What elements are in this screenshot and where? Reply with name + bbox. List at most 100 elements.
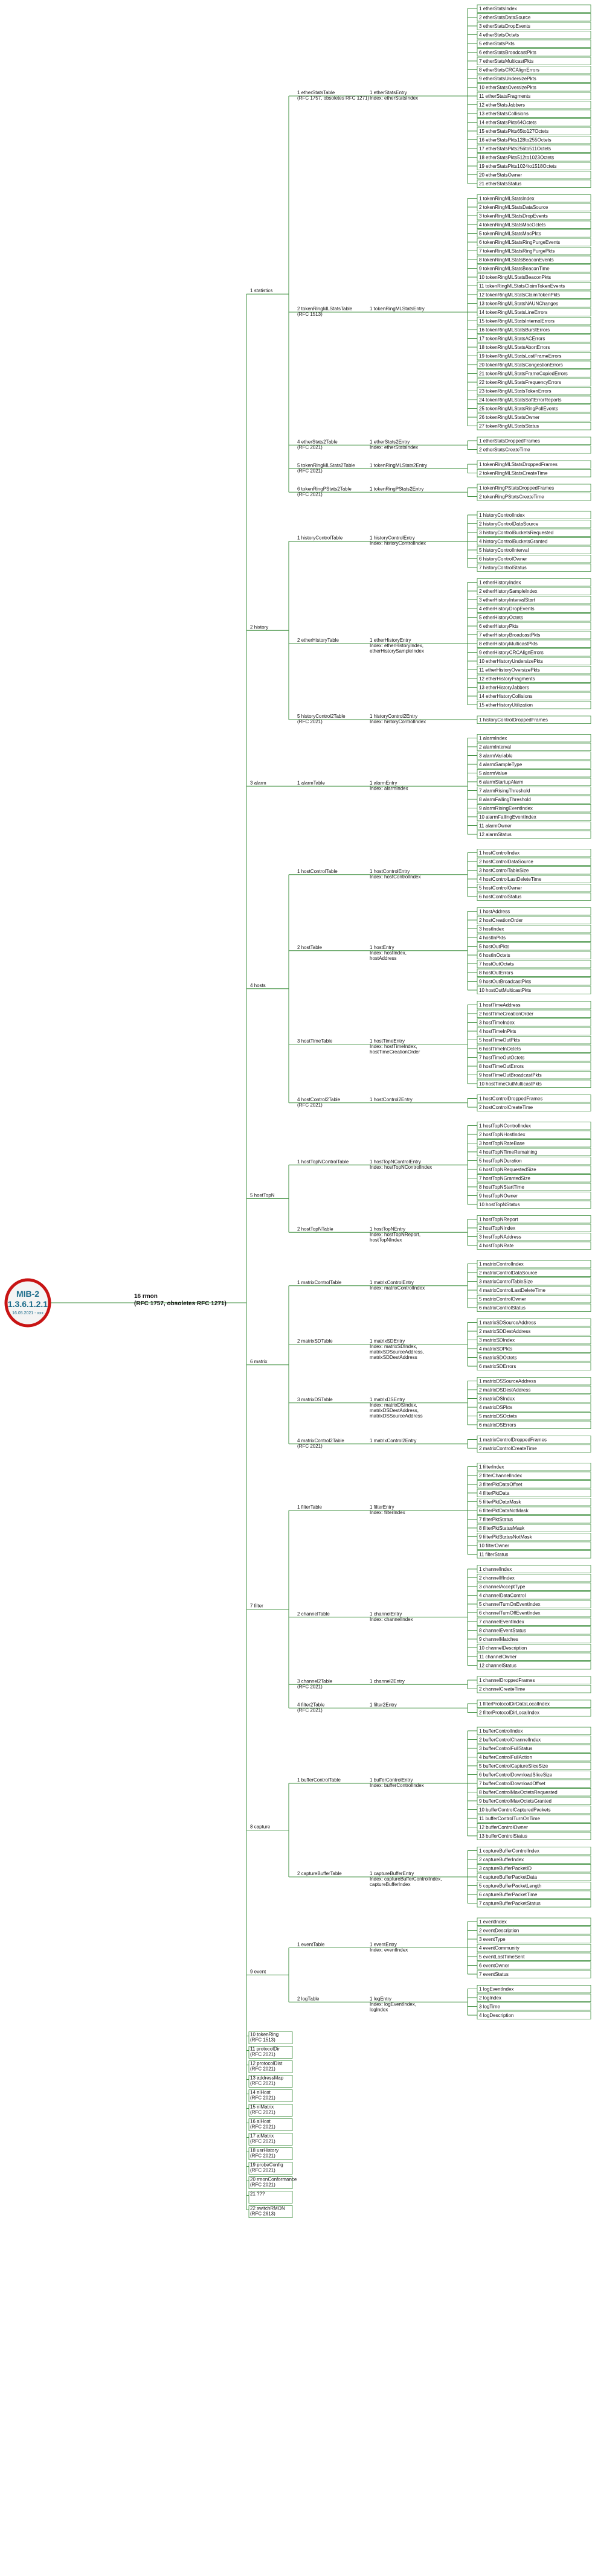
group-node[interactable]: 3 alarm <box>250 780 266 785</box>
leaf-object[interactable]: 2 tokenRingPStatsCreateTime <box>479 494 544 500</box>
extra-group-node[interactable]: 19 probeConfig(RFC 2021) <box>250 2162 283 2173</box>
leaf-object[interactable]: 3 hostTimeIndex <box>479 1020 515 1026</box>
leaf-object[interactable]: 11 channelOwner <box>479 1654 516 1660</box>
leaf-object[interactable]: 1 captureBufferControlIndex <box>479 1849 539 1854</box>
leaf-object[interactable]: 8 channelEventStatus <box>479 1628 526 1634</box>
leaf-object[interactable]: 1 tokenRingPStatsDroppedFrames <box>479 485 554 491</box>
leaf-object[interactable]: 9 channelMatches <box>479 1637 518 1642</box>
group-node[interactable]: 9 event <box>250 1969 266 1974</box>
leaf-object[interactable]: 1 eventIndex <box>479 1919 507 1925</box>
leaf-object[interactable]: 4 captureBufferPacketData <box>479 1874 537 1880</box>
leaf-object[interactable]: 10 channelDescription <box>479 1646 527 1651</box>
leaf-object[interactable]: 9 hostTopNOwner <box>479 1194 518 1199</box>
leaf-object[interactable]: 12 etherStatsJabbers <box>479 103 525 108</box>
leaf-object[interactable]: 4 matrixControlLastDeleteTime <box>479 1288 546 1293</box>
extra-group-node[interactable]: 17 alMatrix(RFC 2021) <box>250 2133 275 2144</box>
leaf-object[interactable]: 1 matrixControlDroppedFrames <box>479 1437 547 1443</box>
leaf-object[interactable]: 1 channelIndex <box>479 1567 512 1572</box>
leaf-object[interactable]: 10 bufferControlCapturedPackets <box>479 1807 551 1813</box>
leaf-object[interactable]: 25 tokenRingMLStatsRingPollEvents <box>479 406 558 412</box>
leaf-object[interactable]: 2 etherStatsDataSource <box>479 15 531 21</box>
leaf-object[interactable]: 1 hostTimeAddress <box>479 1003 521 1008</box>
leaf-object[interactable]: 9 filterPktStatusNotMask <box>479 1535 533 1540</box>
leaf-object[interactable]: 12 channelStatus <box>479 1663 516 1669</box>
table-node[interactable]: 1 matrixControlTable <box>297 1280 342 1285</box>
leaf-object[interactable]: 14 etherStatsPkts64Octets <box>479 120 536 126</box>
leaf-object[interactable]: 1 hostTopNReport <box>479 1217 518 1222</box>
leaf-object[interactable]: 6 etherStatsBroadcastPkts <box>479 50 536 56</box>
leaf-object[interactable]: 27 tokenRingMLStatsStatus <box>479 424 539 429</box>
leaf-object[interactable]: 7 etherHistoryBroadcastPkts <box>479 633 540 638</box>
leaf-object[interactable]: 6 matrixSDErrors <box>479 1364 516 1369</box>
table-entry[interactable]: 1 hostControl2Entry <box>370 1097 413 1102</box>
table-node[interactable]: 1 hostControlTable <box>297 869 338 874</box>
leaf-object[interactable]: 14 etherHistoryCollisions <box>479 694 532 699</box>
leaf-object[interactable]: 12 tokenRingMLStatsClaimTokenPkts <box>479 292 560 298</box>
leaf-object[interactable]: 3 matrixControlTableSize <box>479 1279 533 1285</box>
table-entry[interactable]: 1 matrixControl2Entry <box>370 1438 416 1443</box>
leaf-object[interactable]: 5 matrixSDOctets <box>479 1355 517 1361</box>
leaf-object[interactable]: 4 matrixSDPkts <box>479 1346 512 1352</box>
leaf-object[interactable]: 23 tokenRingMLStatsTokenErrors <box>479 389 552 394</box>
leaf-object[interactable]: 7 channelEventIndex <box>479 1619 524 1625</box>
leaf-object[interactable]: 1 etherStatsIndex <box>479 6 517 11</box>
leaf-object[interactable]: 26 tokenRingMLStatsOwner <box>479 415 539 420</box>
leaf-object[interactable]: 4 etherStatsOctets <box>479 33 519 38</box>
leaf-object[interactable]: 5 eventLastTimeSent <box>479 1954 525 1960</box>
leaf-object[interactable]: 9 hostOutBroadcastPkts <box>479 979 531 985</box>
leaf-object[interactable]: 8 alarmFallingThreshold <box>479 797 531 802</box>
leaf-object[interactable]: 4 eventCommunity <box>479 1946 519 1951</box>
table-node[interactable]: 2 hostTable <box>297 945 322 950</box>
leaf-object[interactable]: 9 etherStatsUndersizePkts <box>479 76 536 81</box>
leaf-object[interactable]: 6 hostControlStatus <box>479 894 521 900</box>
leaf-object[interactable]: 12 etherHistoryFragments <box>479 676 535 682</box>
table-node[interactable]: 4 matrixControl2Table(RFC 2021) <box>297 1438 344 1449</box>
leaf-object[interactable]: 2 hostControlCreateTime <box>479 1105 533 1110</box>
leaf-object[interactable]: 14 tokenRingMLStatsLineErrors <box>479 310 547 315</box>
leaf-object[interactable]: 11 filterStatus <box>479 1552 508 1558</box>
leaf-object[interactable]: 2 tokenRingMLStatsDataSource <box>479 205 548 210</box>
leaf-object[interactable]: 3 historyControlBucketsRequested <box>479 530 553 535</box>
leaf-object[interactable]: 2 tokenRingMLStatsCreateTime <box>479 471 548 476</box>
leaf-object[interactable]: 1 filterProtocolDirDataLocalIndex <box>479 1701 550 1707</box>
leaf-object[interactable]: 9 alarmRisingEventIndex <box>479 806 533 811</box>
extra-group-node[interactable]: 16 alHost(RFC 2021) <box>250 2119 275 2130</box>
leaf-object[interactable]: 4 channelDataControl <box>479 1593 526 1599</box>
leaf-object[interactable]: 20 tokenRingMLStatsCongestionErrors <box>479 362 563 368</box>
leaf-object[interactable]: 2 eventDescription <box>479 1928 519 1934</box>
leaf-object[interactable]: 6 tokenRingMLStatsRingPurgeEvents <box>479 240 560 245</box>
leaf-object[interactable]: 24 tokenRingMLStatsSoftErrorReports <box>479 397 562 403</box>
leaf-object[interactable]: 4 hostTopNRate <box>479 1243 514 1248</box>
leaf-object[interactable]: 5 hostTimeOutPkts <box>479 1038 520 1043</box>
table-node[interactable]: 1 alarmTable <box>297 780 325 785</box>
leaf-object[interactable]: 9 tokenRingMLStatsBeaconTime <box>479 266 550 272</box>
leaf-object[interactable]: 4 matrixDSPkts <box>479 1405 512 1410</box>
leaf-object[interactable]: 2 hostTopNHostIndex <box>479 1132 526 1137</box>
leaf-object[interactable]: 6 channelTurnOffEventIndex <box>479 1611 540 1616</box>
table-entry[interactable]: 1 tokenRingMLStatsEntry <box>370 306 425 312</box>
leaf-object[interactable]: 1 etherHistoryIndex <box>479 580 521 586</box>
table-node[interactable]: 1 hostTopNControlTable <box>297 1159 349 1165</box>
leaf-object[interactable]: 13 etherStatsCollisions <box>479 111 529 117</box>
table-node[interactable]: 5 historyControl2Table(RFC 2021) <box>297 714 346 724</box>
leaf-object[interactable]: 4 filterPktData <box>479 1491 510 1496</box>
leaf-object[interactable]: 1 tokenRingMLStatsDroppedFrames <box>479 462 558 467</box>
leaf-object[interactable]: 4 alarmSampleType <box>479 762 523 767</box>
leaf-object[interactable]: 12 alarmStatus <box>479 832 512 837</box>
extra-group-node[interactable]: 13 addressMap(RFC 2021) <box>250 2076 284 2086</box>
leaf-object[interactable]: 1 bufferControlIndex <box>479 1728 523 1734</box>
leaf-object[interactable]: 16 etherStatsPkts128to255Octets <box>479 138 552 143</box>
leaf-object[interactable]: 4 logDescription <box>479 2013 513 2018</box>
leaf-object[interactable]: 2 matrixDSDestAddress <box>479 1387 530 1393</box>
group-node[interactable]: 7 filter <box>250 1603 263 1609</box>
leaf-object[interactable]: 11 alarmOwner <box>479 823 512 829</box>
leaf-object[interactable]: 3 captureBufferPacketID <box>479 1866 532 1871</box>
leaf-object[interactable]: 3 filterPktDataOffset <box>479 1482 523 1488</box>
leaf-object[interactable]: 9 hostTimeOutBroadcastPkts <box>479 1073 542 1078</box>
